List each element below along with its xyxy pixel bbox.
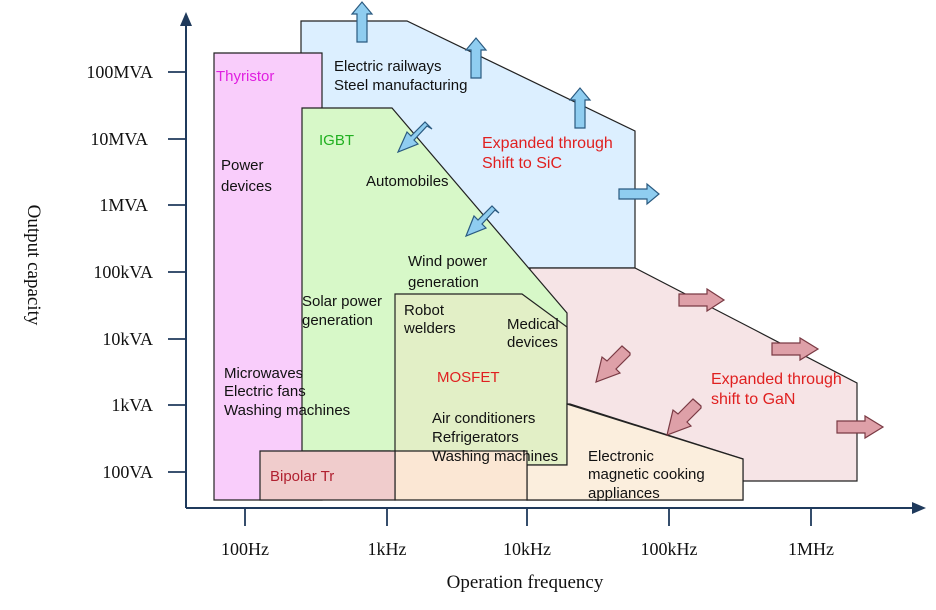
label-cooking: Electronic [588, 448, 654, 465]
label-refrigerators: Refrigerators [432, 429, 519, 446]
label-power-devices: Power [221, 157, 264, 174]
up-arrow-icon [464, 37, 488, 79]
y-tick-label: 10kVA [102, 329, 153, 349]
y-tick-label: 1MVA [99, 195, 148, 215]
x-tick-label: 100kHz [641, 539, 698, 559]
diag-arrow-icon [595, 345, 631, 383]
label-automobiles: Automobiles [366, 173, 449, 190]
label-electric-fans: Electric fans [224, 383, 306, 400]
label-microwaves: Microwaves [224, 365, 303, 382]
y-axis-arrowhead [180, 12, 192, 26]
label-expanded-gan: shift to GaN [711, 391, 795, 408]
x-axis-arrowhead [912, 502, 926, 514]
igbt-label: IGBT [319, 132, 354, 149]
pink-arrows [595, 287, 885, 440]
label-power-devices: devices [221, 178, 272, 195]
x-tick-label: 1MHz [788, 539, 834, 559]
up-arrow-icon [350, 1, 374, 43]
y-tick-label: 1kVA [111, 395, 153, 415]
label-washing-machines-2: Washing machines [432, 448, 558, 465]
mosfet-label: MOSFET [437, 369, 500, 386]
label-wind-power: Wind power [408, 253, 487, 270]
x-tick-label: 100Hz [221, 539, 269, 559]
mosfet-region [394, 293, 568, 466]
x-axis-title: Operation frequency [447, 572, 604, 593]
label-washing-machines: Washing machines [224, 402, 350, 419]
label-robot-welders: Robot [404, 302, 445, 319]
label-medical-devices: devices [507, 334, 558, 351]
up-arrow-icon [568, 87, 592, 129]
y-tick-label: 100VA [102, 462, 153, 482]
label-robot-welders: welders [403, 320, 456, 337]
bipolar-label: Bipolar Tr [270, 468, 334, 485]
diag-arrow-icon [464, 205, 500, 238]
x-ticks [244, 508, 812, 526]
y-tick-label: 100kVA [93, 262, 153, 282]
y-axis-title: Output capacity [23, 205, 44, 326]
right-arrow-icon [771, 336, 820, 362]
y-tick-label: 10MVA [90, 129, 148, 149]
y-ticks [168, 71, 186, 473]
label-expanded-gan: Expanded through [711, 371, 842, 388]
right-arrow-icon [678, 287, 726, 313]
y-tick-label: 100MVA [86, 62, 153, 82]
label-medical-devices: Medical [507, 316, 559, 333]
label-solar-power: generation [302, 312, 373, 329]
right-arrow-icon [618, 182, 660, 206]
label-steel-manufacturing: Steel manufacturing [334, 77, 467, 94]
diag-arrow-icon [666, 398, 702, 436]
blue-arrows [350, 1, 660, 238]
label-solar-power: Solar power [302, 293, 382, 310]
x-tick-label: 1kHz [368, 539, 407, 559]
label-wind-power: generation [408, 274, 479, 291]
thyristor-label: Thyristor [216, 68, 274, 85]
label-expanded-sic: Expanded through [482, 135, 613, 152]
label-expanded-sic: Shift to SiC [482, 155, 562, 172]
right-arrow-icon [836, 414, 885, 440]
diag-arrow-icon [396, 121, 433, 154]
label-air-conditioners: Air conditioners [432, 410, 535, 427]
label-cooking: appliances [588, 485, 660, 502]
label-electric-railways: Electric railways [334, 58, 442, 75]
bipolar-region [259, 450, 396, 501]
label-cooking: magnetic cooking [588, 466, 705, 483]
x-tick-label: 10kHz [503, 539, 551, 559]
